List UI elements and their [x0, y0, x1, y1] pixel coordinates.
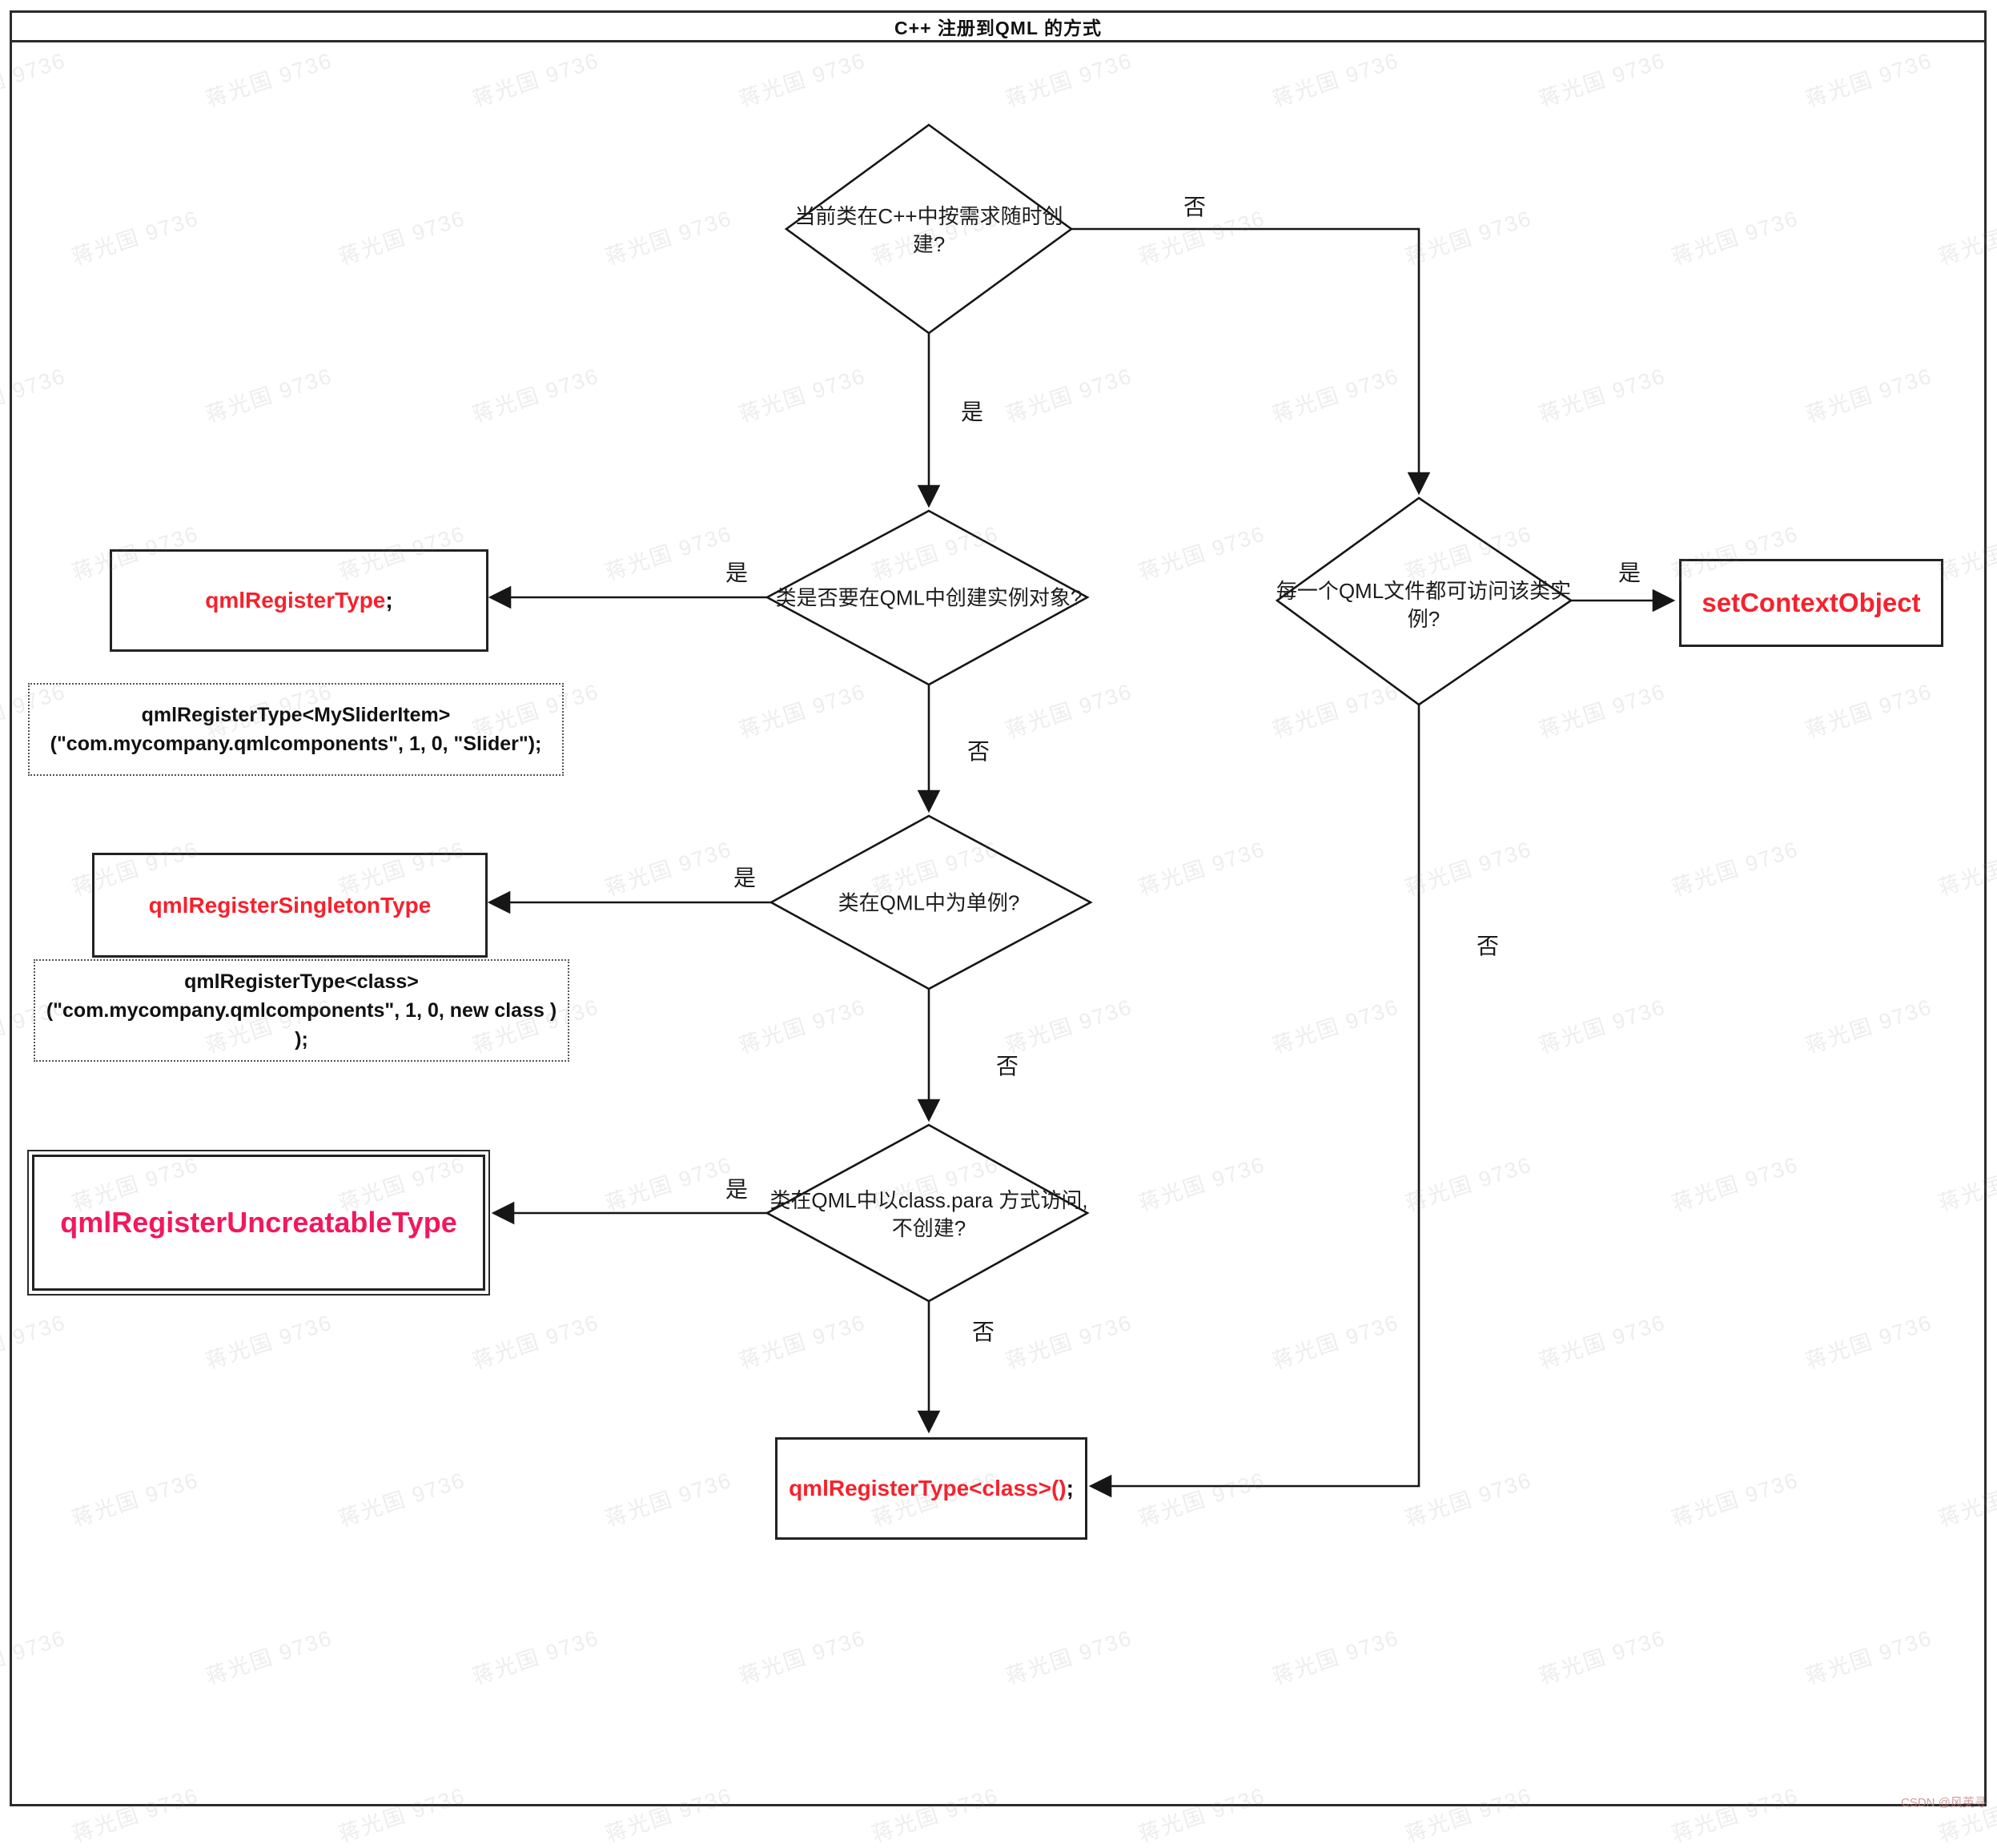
- decision-d1-line2: 建?: [912, 232, 946, 256]
- box-setcontextobject-label: setContextObject: [1702, 588, 1921, 617]
- box-qmlregistertype-label: qmlRegisterType: [205, 588, 386, 613]
- edge-d1-to-d5: [1071, 227, 1431, 496]
- decision-d5: [1275, 496, 1573, 706]
- decision-d4-line1: 类在QML中以class.para 方式访问,: [769, 1187, 1088, 1212]
- edge-label-d4-no: 否: [971, 1320, 995, 1344]
- edge-label-d1-no: 否: [1183, 195, 1207, 219]
- decision-d3-label: 类在QML中为单例?: [838, 889, 1020, 917]
- code-note-newclass-line3: );: [295, 1028, 308, 1051]
- credit-watermark: CSDN @风英寻: [1901, 1796, 1987, 1810]
- decision-d3-line1: 类在QML中为单例?: [838, 890, 1020, 915]
- box-qmlregistersingletontype-label: qmlRegisterSingletonType: [148, 892, 432, 918]
- box-qmlregistersingletontype: qmlRegisterSingletonType: [92, 853, 488, 958]
- decision-d4-label: 类在QML中以class.para 方式访问, 不创建?: [769, 1187, 1087, 1243]
- code-note-slider: qmlRegisterType<MySliderItem> ("com.myco…: [28, 683, 564, 776]
- code-note-slider-line1: qmlRegisterType<MySliderItem>: [141, 703, 451, 726]
- edge-label-d2-yes: 是: [725, 560, 749, 585]
- code-note-slider-line2: ("com.mycompany.qmlcomponents", 1, 0, "S…: [50, 733, 542, 755]
- decision-d2: [765, 509, 1090, 686]
- code-note-newclass-line1: qmlRegisterType<class>: [184, 970, 419, 993]
- decision-d5-line2: 例?: [1407, 607, 1440, 631]
- edge-label-d3-no: 否: [995, 1054, 1019, 1079]
- page-title: C++ 注册到QML 的方式: [894, 18, 1102, 38]
- decision-d3: [769, 814, 1093, 990]
- title-bar: C++ 注册到QML 的方式: [10, 10, 1987, 42]
- edge-label-d1-yes: 是: [960, 400, 984, 424]
- box-setcontextobject: setContextObject: [1679, 559, 1943, 647]
- decision-d2-line1: 类是否要在QML中创建实例对象?: [775, 585, 1083, 610]
- box-qmlregistertype: qmlRegisterType;: [110, 549, 488, 652]
- edge-d5-to-b4: [1088, 705, 1420, 1498]
- edge-label-d2-no: 否: [966, 739, 990, 764]
- edge-label-d5-no: 否: [1476, 934, 1500, 958]
- edge-label-d5-yes: 是: [1617, 560, 1641, 585]
- decision-d1-line1: 当前类在C++中按需求随时创: [794, 203, 1063, 228]
- box-qmlregisteruncreatabletype: qmlRegisterUncreatableType: [32, 1155, 485, 1291]
- box-qmlregistertype-class-label: qmlRegisterType<class>(): [789, 1476, 1067, 1500]
- edge-label-d4-yes: 是: [725, 1177, 749, 1202]
- box-qmlregisteruncreatabletype-label: qmlRegisterUncreatableType: [60, 1206, 457, 1239]
- decision-d4-line2: 不创建?: [891, 1216, 966, 1240]
- decision-d5-line1: 每一个QML文件都可访问该类实: [1276, 578, 1572, 603]
- decision-d1: [784, 123, 1074, 335]
- edge-label-d3-yes: 是: [733, 866, 757, 890]
- box-qmlregistertype-punct: ;: [385, 588, 393, 613]
- box-qmlregistertype-class-punct: ;: [1066, 1476, 1074, 1500]
- decision-d5-label: 每一个QML文件都可访问该类实 例?: [1276, 577, 1571, 633]
- decision-d2-label: 类是否要在QML中创建实例对象?: [776, 584, 1083, 612]
- decision-d4: [765, 1123, 1090, 1303]
- box-qmlregistertype-class: qmlRegisterType<class>();: [775, 1437, 1087, 1540]
- code-note-newclass: qmlRegisterType<class> ("com.mycompany.q…: [34, 959, 569, 1062]
- code-note-newclass-line2: ("com.mycompany.qmlcomponents", 1, 0, ne…: [46, 998, 557, 1022]
- decision-d1-label: 当前类在C++中按需求随时创 建?: [794, 203, 1063, 259]
